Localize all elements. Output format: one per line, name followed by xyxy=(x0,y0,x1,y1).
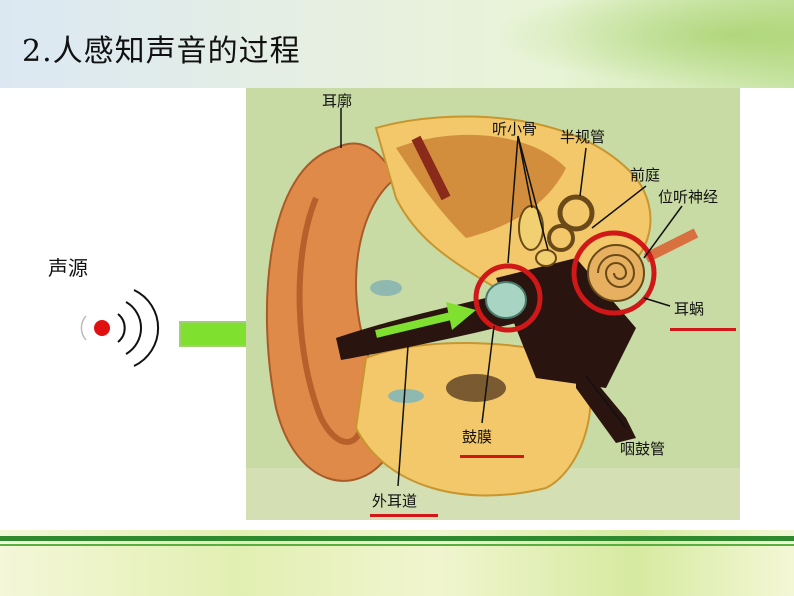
cochlea-underline xyxy=(670,328,736,331)
label-ear-canal: 外耳道 xyxy=(372,492,418,510)
ear-anatomy-figure: 耳廓 听小骨 半规管 前庭 位听神经 耳蜗 鼓膜 咽鼓管 外耳道 xyxy=(246,88,740,520)
label-eustachian-tube: 咽鼓管 xyxy=(620,440,666,458)
label-pinna: 耳廓 xyxy=(322,92,353,110)
footer-divider-thin xyxy=(0,544,794,546)
title-band xyxy=(0,0,794,88)
eardrum-highlight-circle xyxy=(473,263,543,333)
label-vestibule: 前庭 xyxy=(630,166,661,184)
label-ossicles: 听小骨 xyxy=(492,120,538,138)
footer-band xyxy=(0,530,794,596)
label-semicircular-canals: 半规管 xyxy=(560,128,606,146)
sound-source-icon xyxy=(80,289,160,367)
slide-title: 2.人感知声音的过程 xyxy=(22,34,301,69)
cochlea-highlight-circle xyxy=(571,230,657,316)
footer-divider xyxy=(0,536,794,541)
ear-anatomy-drawing xyxy=(246,88,740,520)
sound-source-label: 声源 xyxy=(48,256,88,280)
eardrum-underline xyxy=(460,455,524,458)
sound-source-dot xyxy=(94,320,110,336)
label-cochlea: 耳蜗 xyxy=(674,300,705,318)
ear-canal-underline xyxy=(370,514,438,517)
label-auditory-nerve: 位听神经 xyxy=(658,188,719,206)
label-eardrum: 鼓膜 xyxy=(462,428,493,446)
